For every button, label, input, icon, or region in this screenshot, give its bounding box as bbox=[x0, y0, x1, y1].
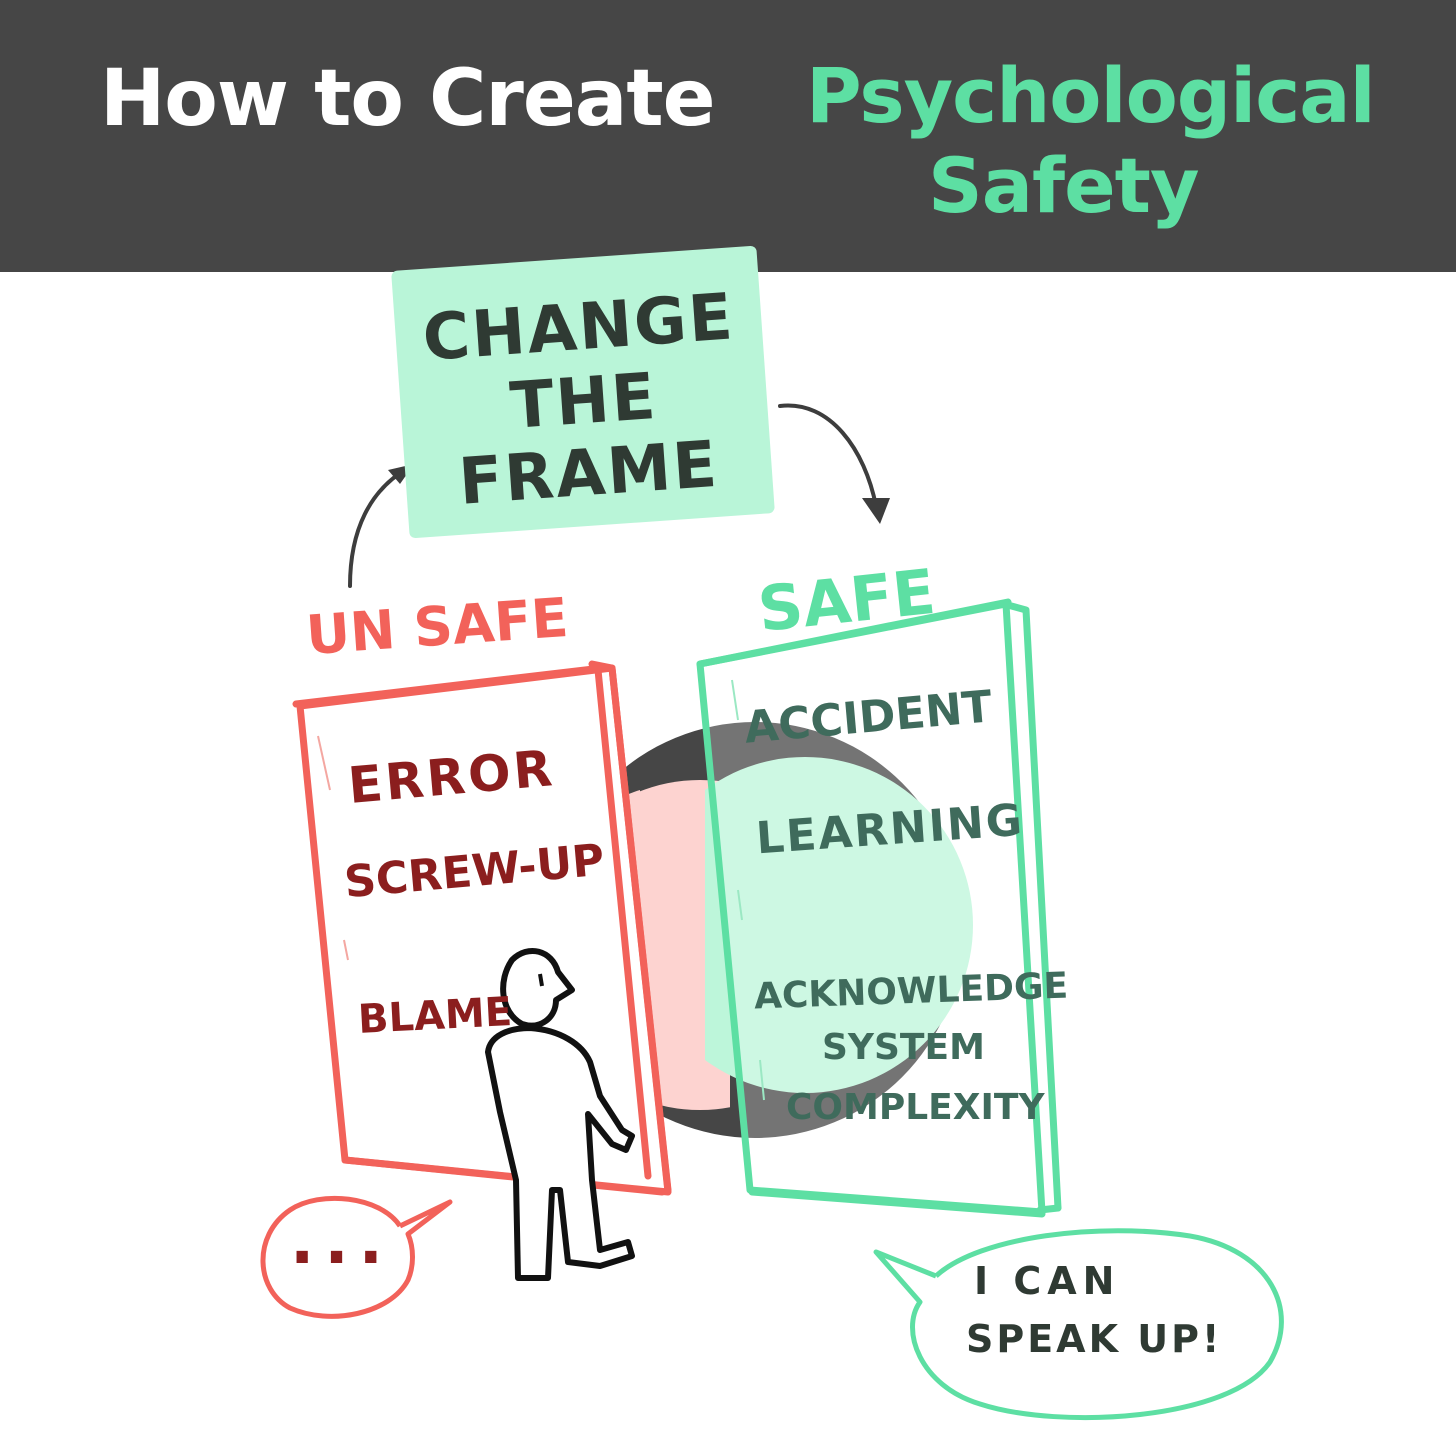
unsafe-speech-bubble bbox=[260, 1195, 453, 1319]
title-part-2-line-1: Psychological bbox=[806, 51, 1376, 140]
title-part-1: How to Create bbox=[100, 54, 716, 144]
person-figure bbox=[485, 948, 635, 1281]
safe-speech-bubble bbox=[873, 1228, 1284, 1420]
unsafe-word-blame: BLAME bbox=[356, 989, 514, 1043]
safe-word-system: SYSTEM bbox=[822, 1027, 985, 1068]
title-banner: How to Create Psychological Safety bbox=[0, 0, 1456, 272]
safe-word-complexity: COMPLEXITY bbox=[786, 1087, 1045, 1128]
change-the-frame-box: CHANGE THE FRAME bbox=[391, 245, 775, 539]
safe-door bbox=[696, 598, 1062, 1218]
frame-line-1: CHANGE bbox=[420, 280, 737, 376]
safe-label: SAFE bbox=[754, 554, 939, 647]
arrow-to-frame-icon bbox=[348, 466, 410, 588]
arrow-to-safe-icon bbox=[778, 403, 878, 508]
unsafe-bubble-text: ... bbox=[290, 1205, 393, 1279]
arrow-to-safe-head bbox=[862, 498, 890, 524]
title-part-2-line-2: Safety bbox=[928, 141, 1200, 230]
safe-bubble-line-1: I CAN bbox=[974, 1259, 1121, 1303]
safe-glow-circle bbox=[705, 757, 973, 1093]
safe-bubble-line-2: SPEAK UP! bbox=[966, 1317, 1223, 1361]
